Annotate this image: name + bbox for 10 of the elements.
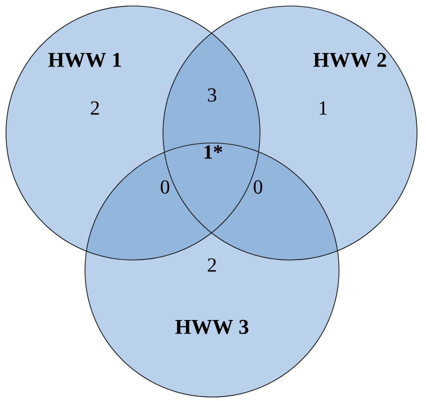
region-count: 1*	[204, 145, 222, 159]
region-count: 0	[254, 180, 262, 194]
region-count: 3	[208, 88, 216, 102]
circle-heading: HWW 1	[48, 52, 121, 68]
region-count: 2	[208, 258, 216, 272]
region-count: 2	[90, 101, 99, 115]
region-count: 1	[320, 101, 327, 115]
circle-heading: HWW 2	[313, 52, 386, 68]
circle-heading: HWW 3	[175, 320, 248, 334]
region-count: 0	[160, 180, 170, 194]
